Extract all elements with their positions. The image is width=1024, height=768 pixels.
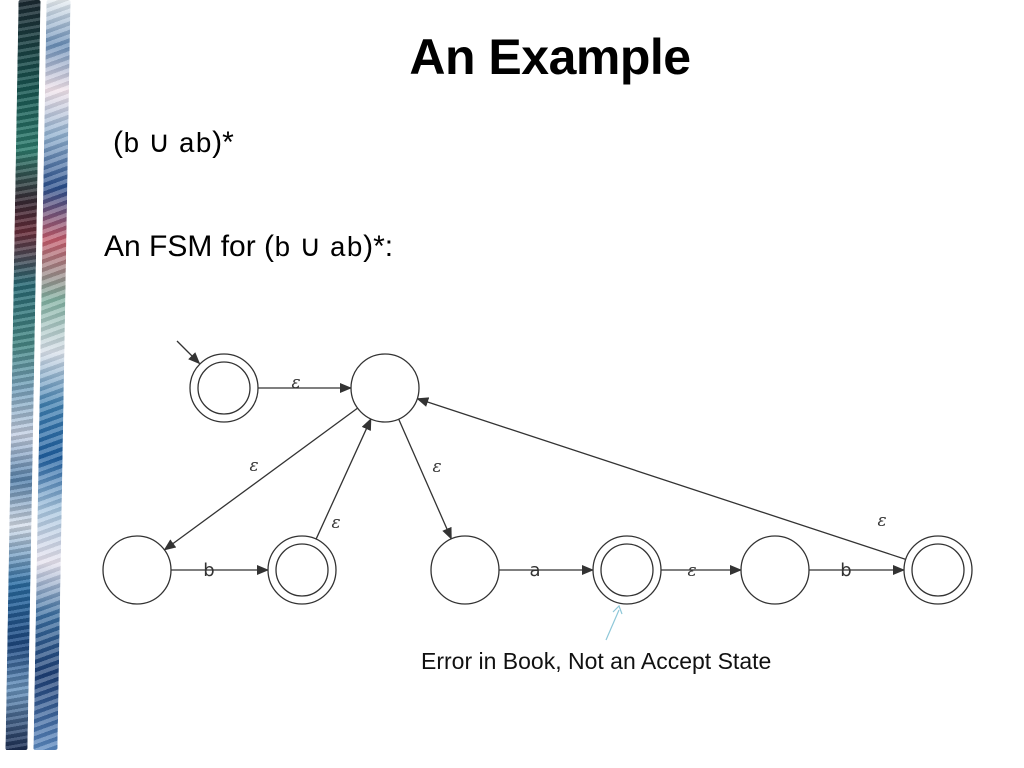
edge-label-q_a3-to-q_a4: b: [840, 560, 851, 581]
expr2-union: ∪: [299, 230, 322, 263]
expr2-symbol-b: b: [274, 234, 291, 265]
expr1-symbol-ab: ab: [178, 130, 213, 161]
state-q_a4: [903, 535, 973, 605]
state-q_hub: [350, 353, 420, 423]
accept-ring: [600, 543, 654, 597]
edges-layer: ε ε b ε ε a ε b ε: [163, 373, 906, 581]
expr1-close: )*: [212, 126, 234, 159]
state-q_a3: [740, 535, 810, 605]
edge-label-q_hub-to-q_b1: ε: [249, 456, 258, 476]
state-circle: [430, 535, 500, 605]
accept-ring: [197, 361, 251, 415]
accept-ring: [275, 543, 329, 597]
state-q_b1: [102, 535, 172, 605]
regex-expression: (b ∪ ab)*: [113, 125, 234, 161]
expr2-close: )*:: [363, 230, 394, 263]
edge-q_b2-to-q_hub: [315, 418, 372, 540]
state-q_start: [176, 340, 259, 423]
state-circle: [102, 535, 172, 605]
state-circle: [267, 535, 337, 605]
edge-label-q_a4-to-q_hub: ε: [877, 511, 886, 531]
note-pointer-arrowhead: [612, 604, 623, 615]
error-note: Error in Book, Not an Accept State: [421, 648, 772, 674]
expr1-union: ∪: [148, 126, 171, 159]
fsm-caption: An FSM for (b ∪ ab)*:: [104, 229, 393, 265]
expr2-prefix: An FSM for (: [104, 230, 275, 263]
edge-label-q_a1-to-q_a2: a: [529, 560, 540, 581]
edge-q_hub-to-q_b1: [163, 407, 358, 551]
note-pointer-line: [605, 609, 620, 641]
state-circle: [740, 535, 810, 605]
expr2-symbol-ab: ab: [329, 234, 364, 265]
edge-label-q_a2-to-q_a3: ε: [687, 561, 696, 581]
state-circle: [592, 535, 662, 605]
state-q_a2: [592, 535, 662, 605]
accept-ring: [911, 543, 965, 597]
edge-q_hub-to-q_a1: [398, 418, 452, 540]
edge-q_a4-to-q_hub: [416, 397, 906, 560]
expr1-open: (: [113, 126, 123, 159]
state-circle: [189, 353, 259, 423]
edge-label-q_start-to-q_hub: ε: [291, 373, 300, 393]
edge-label-q_b1-to-q_b2: b: [203, 560, 214, 581]
expr1-symbol-b: b: [123, 130, 140, 161]
state-q_b2: [267, 535, 337, 605]
edge-label-q_b2-to-q_hub: ε: [331, 513, 340, 533]
state-circle: [350, 353, 420, 423]
start-arrow: [176, 340, 201, 365]
state-circle: [903, 535, 973, 605]
slide-title: An Example: [409, 29, 691, 85]
state-q_a1: [430, 535, 500, 605]
edge-label-q_hub-to-q_a1: ε: [432, 457, 441, 477]
states-layer: [102, 340, 973, 605]
